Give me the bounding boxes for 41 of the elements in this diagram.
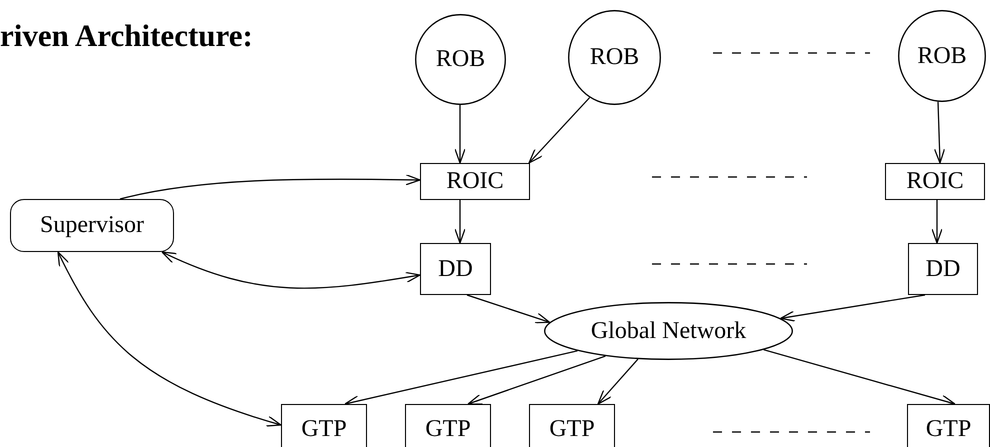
- process-box: [907, 404, 990, 447]
- arrow: [344, 350, 578, 406]
- process-box: [529, 404, 615, 447]
- ellipse-node: [544, 302, 793, 360]
- process-box: [405, 404, 491, 447]
- node-label: ROB: [590, 44, 640, 71]
- arrow: [528, 97, 590, 164]
- process-box: [420, 243, 491, 295]
- node-label: GTP: [301, 416, 347, 442]
- node-label: GTP: [926, 416, 972, 442]
- node-label: GTP: [425, 416, 471, 442]
- process-box: [885, 163, 985, 200]
- diagram-title: riven Architecture:: [0, 18, 253, 54]
- node-label: ROB: [436, 46, 486, 73]
- circle-node: [568, 10, 661, 105]
- arrow: [467, 355, 606, 405]
- node-label: DD: [926, 256, 960, 282]
- node-label: ROIC: [446, 168, 504, 195]
- node-label: DD: [438, 256, 473, 282]
- rounded-box: [10, 199, 174, 252]
- arrow: [466, 294, 550, 324]
- arrow: [934, 102, 946, 164]
- node-label: ROB: [917, 42, 967, 70]
- process-box: [908, 243, 978, 295]
- arrow: [454, 200, 466, 244]
- node-label: Supervisor: [40, 212, 144, 239]
- arrow: [454, 105, 466, 164]
- process-box: [420, 163, 530, 200]
- circle-node: [415, 14, 506, 105]
- arrow: [57, 251, 282, 426]
- node-label: ROIC: [906, 168, 964, 195]
- arrow: [161, 251, 421, 289]
- circle-node: [898, 10, 986, 102]
- arrow: [597, 358, 638, 405]
- node-label: GTP: [549, 416, 595, 442]
- arrow: [780, 294, 926, 322]
- arrow: [763, 349, 956, 406]
- arrow: [120, 174, 421, 200]
- arrow: [931, 200, 943, 244]
- process-box: [281, 404, 367, 447]
- node-label: Global Network: [590, 318, 746, 344]
